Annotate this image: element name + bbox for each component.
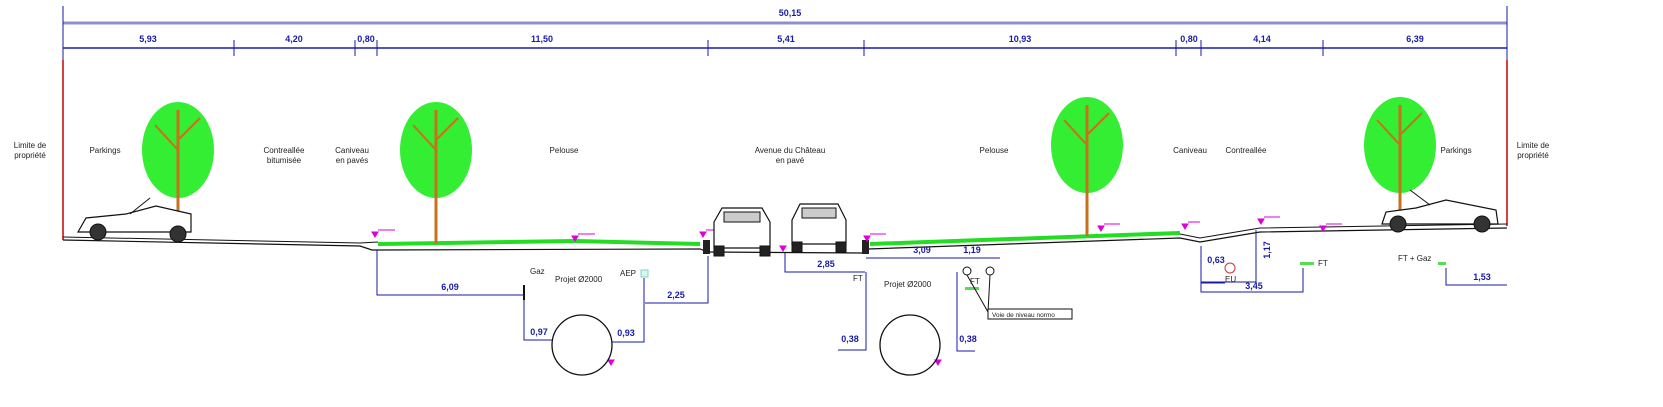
contre-allee-left-label: bitumisée [267,156,302,165]
dim-label: 1,53 [1473,272,1491,282]
car-rear-icon [791,203,847,253]
gaz-label: Gaz [530,267,545,276]
avenue-label: Avenue du Château [755,146,826,155]
projet-left-label: Projet Ø2000 [555,275,603,284]
underground-dimensions: 6,09 0,97 0,93 2,25 2,85 3,09 1,19 0,38 … [376,230,1507,352]
dim-label: 2,85 [817,259,835,269]
callout-label: Voie de niveau normo [992,312,1055,319]
aep-label: AEP [620,269,636,278]
eu-pipe [1224,262,1236,274]
dim-label: 0,93 [617,328,635,338]
eu-label: EU [1225,275,1236,284]
tree-icon [1364,97,1436,226]
contre-allee-right-label: Contreallée [1226,146,1267,155]
limit-right-label: Limite de [1517,141,1550,150]
limit-left-label: Limite de [14,141,47,150]
ground-profile [62,223,1508,254]
pelouse-right-label: Pelouse [980,146,1009,155]
dim-label: 0,38 [841,334,859,344]
ft-far-label: FT [1318,259,1328,268]
overall-width-label: 50,15 [779,8,802,18]
segment-label: 10,93 [1009,34,1032,44]
lawn-right [869,231,1181,246]
caniveau-left-label: Caniveau [335,146,369,155]
dim-label: 2,25 [667,290,685,300]
dim-label: 0,97 [530,327,548,337]
parking-left-label: Parkings [89,146,120,155]
dim-label: 0,38 [959,334,977,344]
zone-labels: Limite de propriété Parkings Contreallée… [14,141,1550,165]
tree-icon [400,102,472,244]
segment-label: 6,39 [1406,34,1424,44]
caniveau-right-label: Caniveau [1173,146,1207,155]
ft-gaz-label: FT + Gaz [1398,254,1431,263]
segment-label: 4,20 [285,34,303,44]
avenue-label: en pavé [776,156,805,165]
segment-label: 5,93 [139,34,157,44]
car-convertible-right-icon [1381,189,1499,233]
limit-left-label: propriété [14,151,46,160]
dim-label: 0,63 [1207,255,1225,265]
curb-left [703,240,710,254]
tree-icon [142,102,214,240]
limit-right-label: propriété [1517,151,1549,160]
segment-label: 5,41 [777,34,795,44]
projet-right-label: Projet Ø2000 [884,280,932,289]
car-convertible-left-icon [76,197,192,243]
curb-right [862,240,869,254]
dim-label: 6,09 [441,282,459,292]
segment-label: 11,50 [531,34,553,44]
aep-pipe [640,269,649,278]
segment-dimensions: 5,93 4,20 0,80 11,50 5,41 10,93 0,80 4,1… [62,34,1508,56]
segment-label: 0,80 [357,34,375,44]
car-front-icon [713,207,771,257]
lawn-left [377,238,701,246]
segment-label: 4,14 [1253,34,1271,44]
ft-right-label: FT [970,277,980,286]
dim-label: 1,19 [963,245,981,255]
dim-label: 3,45 [1245,281,1263,291]
underground-networks: Voie de niveau normo Gaz Projet Ø2000 AE… [523,254,1446,376]
pipe-left [551,314,613,376]
caniveau-left-label: en pavés [336,156,368,165]
pipe-right [879,314,941,376]
contre-allee-left-label: Contreallée [264,146,305,155]
overall-dimension: 50,15 [62,6,1508,60]
callout-box [987,308,1073,320]
parking-right-label: Parkings [1440,146,1471,155]
segment-label: 0,80 [1180,34,1198,44]
dim-label: 3,09 [913,245,931,255]
dim-label: 1,17 [1262,241,1272,259]
pelouse-left-label: Pelouse [550,146,579,155]
ft-center-label: FT [853,274,863,283]
tree-icon [1051,97,1123,236]
